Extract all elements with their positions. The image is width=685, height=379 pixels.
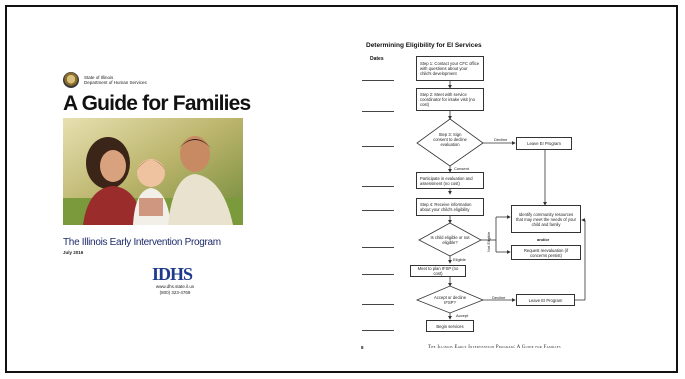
- reevaluation-box: Request reevaluation (if concerns persis…: [511, 245, 581, 260]
- andor-label: and/or: [537, 237, 550, 242]
- footer-text: The Illinois Early Intervention Program:…: [428, 345, 561, 350]
- cover-subtitle: The Illinois Early Intervention Program: [63, 237, 221, 248]
- website-text: www.dhs.state.il.us: [155, 284, 195, 289]
- flowchart-title: Determining Eligibility for EI Services: [366, 42, 482, 49]
- cover-title: A Guide for Families: [63, 92, 251, 115]
- accept-diamond: Accept or decline IFSP?: [433, 295, 467, 305]
- eligible-diamond: Is child eligible or not eligible?: [430, 235, 470, 245]
- leave-ei-box-1: Leave EI Program: [516, 137, 572, 150]
- dates-label: Dates: [370, 56, 384, 62]
- step1-box: Step 1: Contact your CFC office with que…: [416, 56, 484, 81]
- agency-header: State of Illinois Department of Human Se…: [63, 72, 147, 88]
- step3-diamond: Step 3: Sign consent to decline evaluati…: [433, 132, 467, 147]
- date-line: [362, 186, 394, 187]
- date-line: [362, 80, 394, 81]
- decline-label-1: Decline: [494, 137, 508, 142]
- publication-date: July 2016: [63, 250, 84, 255]
- step2-box: Step 2: Meet with service coordinator fo…: [416, 88, 484, 111]
- leave-ei-box-2: Leave EI Program: [516, 294, 575, 306]
- community-resources-box: Identify community resources that may me…: [511, 205, 581, 233]
- date-line: [362, 330, 394, 331]
- date-line: [362, 274, 394, 275]
- step4-box: Step 4: Receive information about your c…: [416, 198, 484, 216]
- phone-text: (800) 323-4769: [159, 290, 191, 295]
- decline-label-2: Decline: [492, 295, 506, 300]
- flowchart-page: [345, 20, 645, 350]
- family-photo: [63, 118, 243, 225]
- agency-line-1: State of Illinois: [84, 75, 114, 80]
- evaluation-box: Participate in evaluation and assessment…: [416, 172, 484, 189]
- agency-line-2: Department of Human Services: [84, 80, 147, 85]
- state-seal-icon: [63, 72, 79, 88]
- date-line: [362, 247, 394, 248]
- consent-label: Consent: [454, 166, 469, 171]
- ifsp-meeting-box: Meet to plan IFSP (no cost): [410, 265, 466, 277]
- page-number: 8: [361, 345, 364, 350]
- not-eligible-label: Not Eligible: [486, 231, 491, 252]
- date-line: [362, 304, 394, 305]
- idhs-logo: IDHS: [152, 264, 193, 284]
- accept-label: Accept: [456, 313, 469, 318]
- date-line: [362, 146, 394, 147]
- date-line: [362, 111, 394, 112]
- date-line: [362, 210, 394, 211]
- eligible-label: Eligible: [453, 257, 466, 262]
- begin-services-box: Begin services: [426, 320, 474, 332]
